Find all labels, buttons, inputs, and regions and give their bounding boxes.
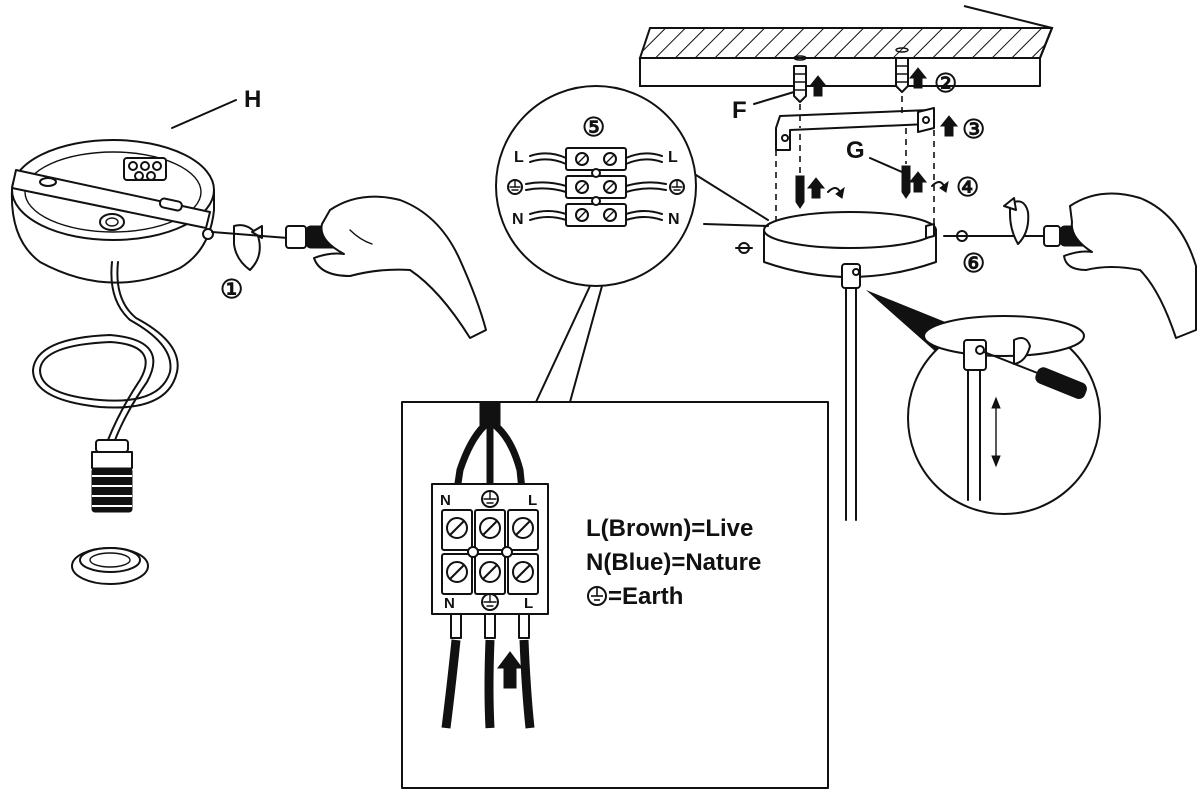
cable-lock-detail — [866, 290, 1101, 515]
connector-bottom-n: N — [444, 595, 455, 612]
connector-bottom-l: L — [524, 595, 533, 612]
step-1-screwdriver: ① — [211, 195, 487, 339]
part-h-callout: H — [171, 86, 261, 129]
step-1-label: ① — [220, 274, 243, 304]
earth-icon — [481, 490, 499, 508]
step-3-label: ③ — [962, 114, 985, 144]
mounted-canopy: ⑥ — [735, 192, 1197, 521]
connector-top-n: N — [440, 492, 451, 509]
part-g-callout: G — [846, 137, 903, 173]
terminal-detail-circle: ⑤ L L N N — [495, 85, 769, 287]
earth-icon — [587, 586, 607, 606]
detail-label-bottom-left: N — [512, 211, 524, 228]
legend-earth: =Earth — [608, 583, 683, 610]
up-arrow-icon — [808, 75, 828, 97]
legend-neutral: N(Blue)=Nature — [586, 549, 761, 576]
step-6-label: ⑥ — [962, 248, 985, 278]
ceiling — [638, 5, 1054, 87]
part-g-label: G — [846, 137, 865, 164]
screw-right — [901, 165, 949, 199]
screwdriver-icon — [285, 225, 307, 249]
shade-ring — [71, 547, 149, 585]
detail-label-bottom-right: N — [668, 211, 680, 228]
detail-label-top-left: L — [514, 149, 524, 166]
canopy-assembly — [10, 139, 215, 585]
step-2-label: ② — [934, 68, 957, 98]
wiring-detail-box: N L N L L(Brown)=Live N(Blue)=Nature — [401, 401, 829, 789]
earth-icon — [481, 593, 499, 611]
step-4-label: ④ — [956, 172, 979, 202]
up-arrow-icon — [497, 651, 523, 689]
lamp-holder — [91, 439, 133, 513]
legend-live: L(Brown)=Live — [586, 515, 753, 542]
earth-icon — [507, 179, 523, 195]
wall-plug-right — [895, 47, 928, 93]
step-5-label: ⑤ — [582, 112, 605, 142]
wiring-legend: L(Brown)=Live N(Blue)=Nature =Earth — [586, 515, 761, 610]
detail-label-top-right: L — [668, 149, 678, 166]
earth-icon — [669, 179, 685, 195]
connector-top-l: L — [528, 492, 537, 509]
screw-left — [795, 175, 845, 209]
inner-terminal-block — [123, 157, 167, 181]
part-f-label: F — [732, 97, 747, 124]
part-h-label: H — [244, 86, 261, 113]
mounting-bracket: ③ — [775, 107, 985, 151]
part-f-callout: F — [732, 91, 795, 124]
rotate-arrow-icon — [233, 224, 261, 271]
